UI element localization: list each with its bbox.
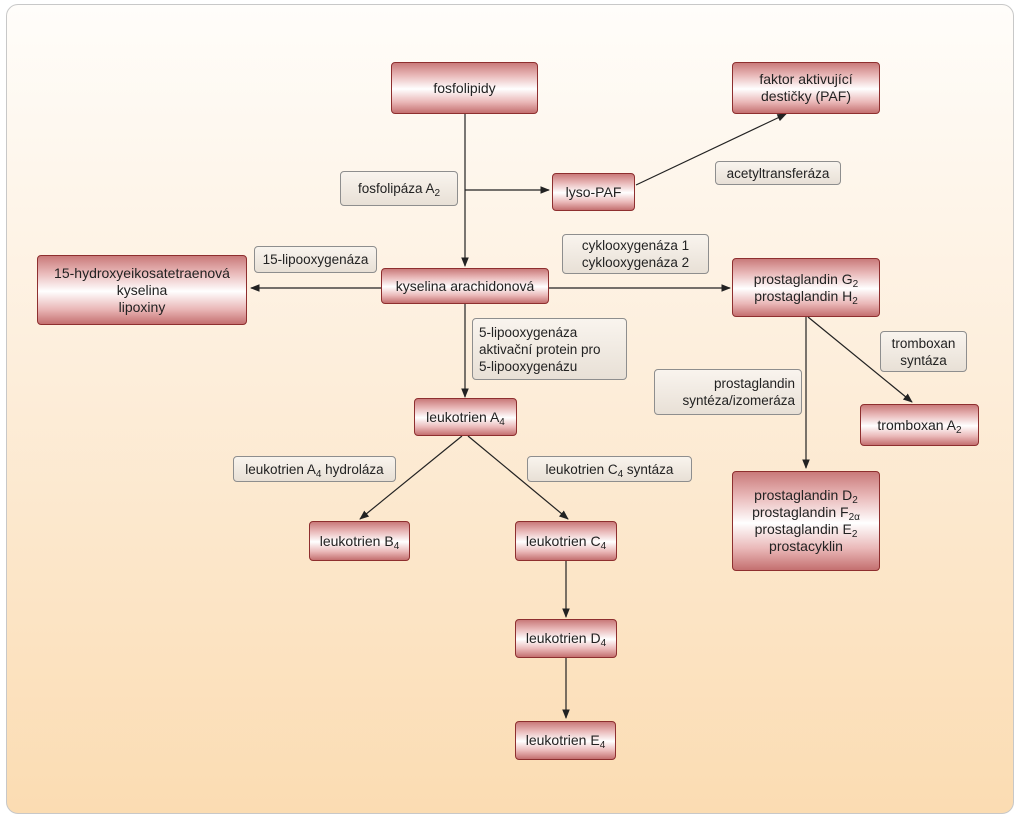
enzyme-leukotrien-a4-hydrolaza: leukotrien A4 hydroláza bbox=[233, 456, 396, 482]
enzyme-prostaglandin-syntaza: prostaglandin syntéza/izomeráza bbox=[654, 369, 802, 415]
node-paf-line-1: faktor aktivující bbox=[759, 71, 853, 87]
node-leukotrien-d4-label: leukotrien D4 bbox=[525, 630, 607, 649]
node-kyselina-arachidonova-label: kyselina arachidonová bbox=[395, 277, 535, 294]
node-hete: 15-hydroxyeikosatetraenová kyselina lipo… bbox=[37, 255, 247, 325]
node-prostaglandin-d2-line: prostaglandin D2 bbox=[754, 487, 858, 506]
enzyme-fosfolipaza-a2: fosfolipáza A2 bbox=[340, 171, 458, 206]
enzyme-tromboxan-syntaza: tromboxan syntáza bbox=[880, 331, 967, 372]
node-fosfolipidy: fosfolipidy bbox=[391, 62, 538, 114]
node-leukotrien-b4: leukotrien B4 bbox=[309, 521, 410, 561]
node-leukotrien-c4-label: leukotrien C4 bbox=[525, 532, 607, 552]
node-prostaglandin-h2-line: prostaglandin H2 bbox=[754, 287, 858, 307]
node-prostaglandin-f2a-line: prostaglandin F2α bbox=[752, 504, 860, 523]
enzyme-15-lipooxygenaza: 15-lipooxygenáza bbox=[254, 246, 377, 273]
node-lyso-paf: lyso-PAF bbox=[552, 173, 635, 211]
node-tromboxan-a2: tromboxan A2 bbox=[860, 404, 979, 446]
node-lyso-paf-label: lyso-PAF bbox=[565, 183, 622, 200]
node-leukotrien-a4-label: leukotrien A4 bbox=[426, 408, 505, 428]
node-hete-line-1: 15-hydroxyeikosatetraenová bbox=[54, 264, 230, 281]
node-hete-line-2: kyselina bbox=[116, 281, 168, 298]
enzyme-acetyltransferaza: acetyltransferáza bbox=[715, 161, 841, 185]
node-leukotrien-b4-label: leukotrien B4 bbox=[319, 532, 400, 552]
arrow-to-leukotrien-b4 bbox=[359, 435, 463, 520]
node-prostaglandin-e2-line: prostaglandin E2 bbox=[754, 521, 858, 540]
arrow-to-leukotrien-c4 bbox=[467, 435, 569, 520]
enzyme-cyklooxygenaza: cyklooxygenáza 1 cyklooxygenáza 2 bbox=[562, 234, 709, 274]
node-prostacyklin-line: prostacyklin bbox=[769, 538, 843, 554]
node-leukotrien-e4-label: leukotrien E4 bbox=[525, 732, 606, 751]
node-hete-line-3: lipoxiny bbox=[118, 298, 166, 315]
arrow-to-tromboxan-a2 bbox=[807, 316, 913, 403]
node-leukotrien-e4: leukotrien E4 bbox=[515, 721, 616, 760]
node-prostaglandin-g2-line: prostaglandin G2 bbox=[753, 270, 859, 290]
enzyme-5-lipooxygenaza: 5-lipooxygenáza aktivační protein pro 5-… bbox=[472, 318, 627, 380]
node-paf-line-2: destičky (PAF) bbox=[761, 88, 851, 104]
node-prostaglandin-g2-h2: prostaglandin G2 prostaglandin H2 bbox=[732, 258, 880, 317]
node-paf: faktor aktivující destičky (PAF) bbox=[732, 62, 880, 114]
node-tromboxan-a2-label: tromboxan A2 bbox=[877, 416, 962, 436]
node-leukotrien-d4: leukotrien D4 bbox=[515, 619, 617, 658]
node-fosfolipidy-label: fosfolipidy bbox=[433, 79, 496, 96]
arrow-lyso-paf-to-paf bbox=[635, 113, 787, 186]
enzyme-leukotrien-c4-syntaza: leukotrien C4 syntáza bbox=[527, 456, 692, 482]
node-leukotrien-a4: leukotrien A4 bbox=[414, 398, 517, 436]
node-prostaglandin-group: prostaglandin D2 prostaglandin F2α prost… bbox=[732, 471, 880, 571]
node-leukotrien-c4: leukotrien C4 bbox=[515, 521, 617, 561]
node-kyselina-arachidonova: kyselina arachidonová bbox=[381, 268, 549, 304]
